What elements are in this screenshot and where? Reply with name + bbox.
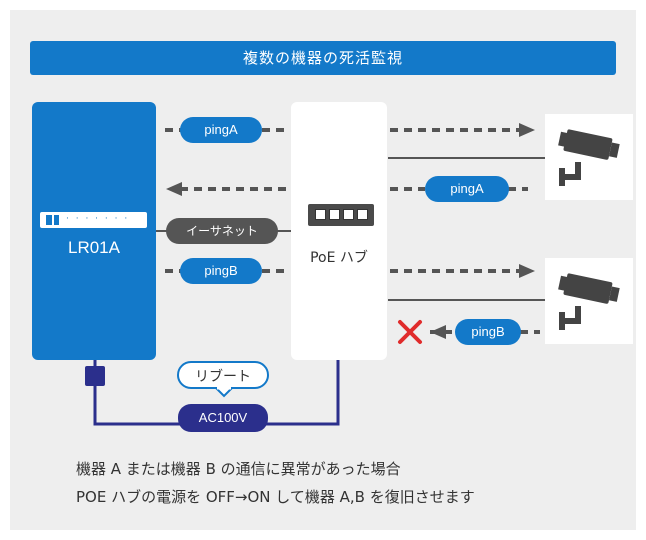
page-title: 複数の機器の死活監視 (30, 41, 616, 75)
port-icon (329, 209, 340, 220)
device-lr01a-indicator-strip: · · · · · · · (40, 212, 147, 228)
device-lr01a (32, 102, 156, 360)
hub-ports-icon (308, 204, 374, 226)
ethernet-pill: イーサネット (166, 218, 278, 244)
power-pill: AC100V (178, 404, 268, 432)
camera-b-box (545, 258, 633, 344)
camera-a-box (545, 114, 633, 200)
note-line-1: 機器 A または機器 B の通信に異常があった場合 (76, 460, 401, 478)
reboot-callout: リブート (177, 361, 269, 389)
arrow-left-icon (166, 182, 182, 196)
arrow-left-icon (430, 325, 446, 339)
ping-a-out-pill: pingA (180, 117, 262, 143)
ping-b-back-pill: pingB (455, 319, 521, 345)
cross-icon (398, 320, 422, 344)
poe-hub-label: PoE ハブ (310, 250, 368, 266)
status-dots: · · · · · · · (66, 214, 130, 224)
led-icon (54, 215, 59, 225)
camera-icon (558, 129, 620, 186)
note-line-2: POE ハブの電源を OFF→ON して機器 A,B を復旧させます (76, 488, 475, 506)
arrow-right-icon (519, 123, 535, 137)
port-icon (357, 209, 368, 220)
ping-b-out-pill: pingB (180, 258, 262, 284)
device-lr01a-label: LR01A (68, 238, 120, 257)
port-icon (343, 209, 354, 220)
arrow-right-icon (519, 264, 535, 278)
port-icon (315, 209, 326, 220)
plug-icon (85, 366, 105, 386)
poe-hub (291, 102, 387, 360)
ping-a-back-pill: pingA (425, 176, 509, 202)
led-icon (46, 215, 52, 225)
camera-icon (558, 273, 620, 330)
